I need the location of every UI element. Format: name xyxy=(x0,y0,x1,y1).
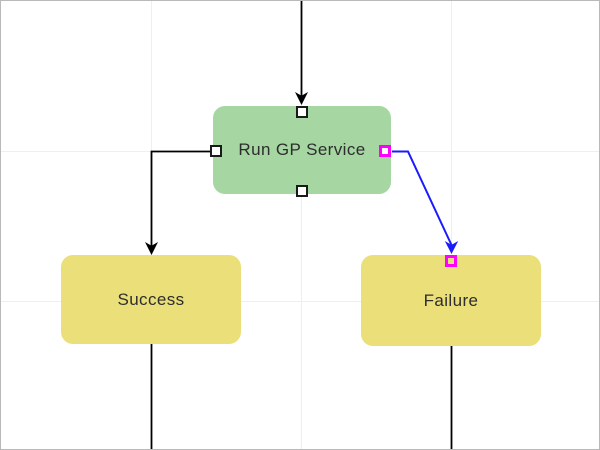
node-run-gp-service-label: Run GP Service xyxy=(238,140,366,159)
process-left-handle[interactable] xyxy=(210,145,222,157)
node-success-label: Success xyxy=(117,289,185,309)
connector-selected-line[interactable] xyxy=(392,150,453,246)
failure-top-handle-selected[interactable] xyxy=(445,255,457,267)
node-failure[interactable]: Failure xyxy=(361,255,541,346)
node-failure-label: Failure xyxy=(423,290,479,310)
process-bottom-handle[interactable] xyxy=(296,185,308,197)
connector-process-to-failure-selected[interactable] xyxy=(392,150,459,255)
process-top-handle[interactable] xyxy=(296,106,308,118)
arrowhead-down-icon xyxy=(295,92,308,105)
arrowhead-down-icon xyxy=(145,242,158,255)
process-right-handle-selected[interactable] xyxy=(379,145,391,157)
connector-process-to-success[interactable] xyxy=(145,150,211,256)
node-run-gp-service[interactable]: Run GP Service xyxy=(213,106,391,194)
connector-elbow-line[interactable] xyxy=(150,150,211,247)
arrowhead-down-icon xyxy=(444,241,459,254)
node-success[interactable]: Success xyxy=(61,255,241,344)
connector-incoming-top[interactable] xyxy=(295,1,308,105)
